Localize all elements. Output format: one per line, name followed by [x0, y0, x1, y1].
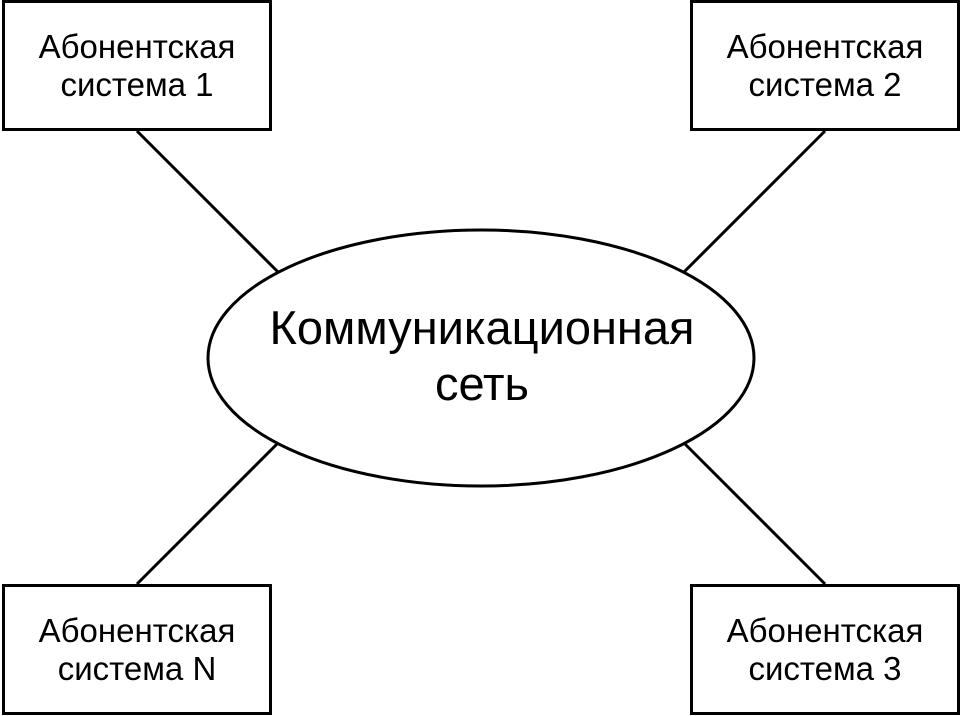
- subscriber-system-2-line-1: Абонентская: [726, 27, 924, 65]
- subscriber-system-n-line-2: система N: [57, 649, 217, 687]
- subscriber-system-3-line-2: система 3: [748, 649, 902, 687]
- subscriber-system-n-label: Абонентская система N: [39, 612, 236, 688]
- subscriber-system-3-label: Абонентская система 3: [727, 612, 924, 688]
- connector-system-2: [682, 129, 827, 274]
- subscriber-system-1-line-2: система 1: [60, 65, 214, 103]
- connector-system-n: [135, 441, 280, 586]
- connector-system-1: [135, 129, 280, 274]
- subscriber-system-n: Абонентская система N: [2, 584, 272, 715]
- subscriber-system-3: Абонентская система 3: [690, 584, 960, 715]
- center-label-line-2: сеть: [434, 357, 530, 411]
- subscriber-system-3-line-1: Абонентская: [726, 611, 924, 649]
- subscriber-system-n-line-1: Абонентская: [38, 611, 236, 649]
- subscriber-system-2-label: Абонентская система 2: [727, 28, 924, 104]
- connector-system-3: [682, 441, 827, 586]
- subscriber-system-2-line-2: система 2: [748, 65, 902, 103]
- subscriber-system-1: Абонентская система 1: [2, 0, 272, 131]
- subscriber-system-1-label: Абонентская система 1: [39, 28, 236, 104]
- subscriber-system-1-line-1: Абонентская: [38, 27, 236, 65]
- communication-network-label: Коммуникационная сеть: [210, 300, 754, 413]
- center-label-line-1: Коммуникационная: [269, 301, 695, 354]
- subscriber-system-2: Абонентская система 2: [690, 0, 960, 131]
- communication-network-ellipse: [206, 228, 756, 488]
